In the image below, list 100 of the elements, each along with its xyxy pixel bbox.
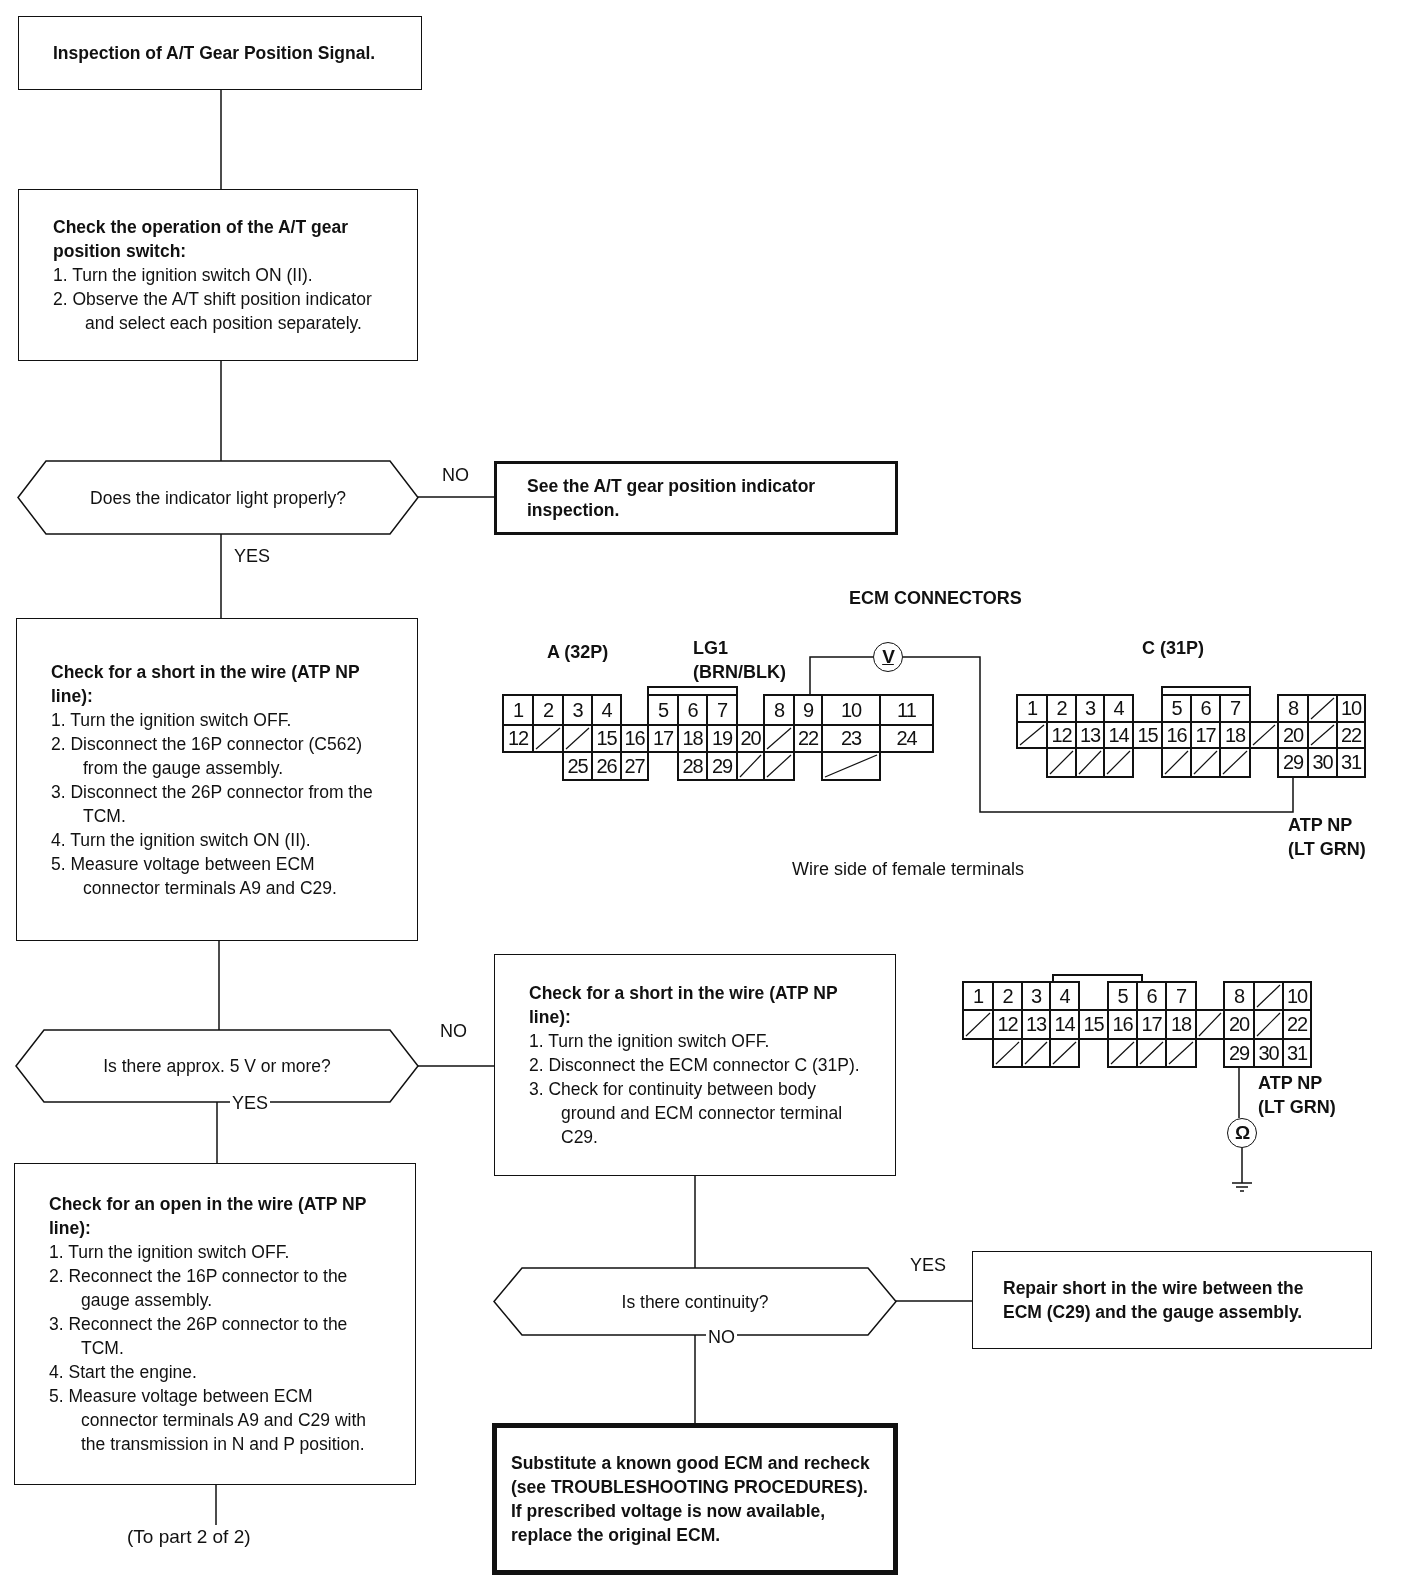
terminal-number: 4 bbox=[1058, 983, 1071, 1009]
step-heading: Check for an open in the wire (ATP NP line): bbox=[49, 1193, 367, 1240]
wire-color-label: ATP NP (LT GRN) bbox=[1258, 1072, 1337, 1119]
view-note: Wire side of female terminals bbox=[792, 858, 1025, 881]
step-heading: Check for a short in the wire (ATP NP line): bbox=[529, 982, 839, 1029]
terminal-number: 20 bbox=[1227, 1012, 1251, 1037]
terminal-number: 5 bbox=[1116, 983, 1129, 1009]
terminal-number: 8 bbox=[1232, 983, 1246, 1009]
terminal-number: 13 bbox=[1078, 723, 1102, 747]
connector-line bbox=[220, 360, 222, 462]
terminal-number: 16 bbox=[1111, 1012, 1134, 1037]
terminal-number: 22 bbox=[1339, 723, 1363, 747]
connector-line bbox=[220, 533, 222, 619]
connector-title: ECM CONNECTORS bbox=[849, 587, 1022, 610]
continuation-note: (To part 2 of 2) bbox=[127, 1525, 292, 1553]
step-heading: Substitute a known good ECM and recheck (see TROUBLESHOOTING PROCEDURES). If prescribed voltage is now available, replace the original ECM. bbox=[511, 1452, 871, 1547]
connector-line bbox=[902, 656, 1294, 813]
terminal-number: 2 bbox=[1001, 983, 1014, 1009]
terminal-number: 8 bbox=[772, 697, 786, 723]
terminal-number: 10 bbox=[1339, 696, 1363, 721]
connector-line bbox=[809, 656, 874, 697]
process-box bbox=[492, 1423, 898, 1575]
terminal-number: 10 bbox=[1285, 983, 1309, 1009]
terminal-number: 10 bbox=[839, 697, 863, 723]
terminal-number: 23 bbox=[839, 726, 863, 751]
terminal-number: 22 bbox=[1285, 1012, 1309, 1037]
terminal-number: 30 bbox=[1311, 750, 1334, 775]
connector-line bbox=[694, 1175, 696, 1269]
step-heading: Check the operation of the A/T gear position switch: bbox=[53, 216, 349, 263]
terminal-number: 15 bbox=[1136, 723, 1159, 747]
terminal-number: 5 bbox=[656, 697, 670, 723]
question-text: Does the indicator light properly? bbox=[89, 486, 347, 510]
terminal-number: 1 bbox=[511, 697, 525, 723]
connector-line bbox=[895, 1300, 973, 1302]
terminal-number: 6 bbox=[1145, 983, 1158, 1009]
process-box bbox=[494, 461, 898, 535]
terminal-number: 29 bbox=[1225, 1040, 1253, 1066]
terminal-number: 31 bbox=[1339, 750, 1363, 775]
connector-line bbox=[694, 1334, 696, 1424]
step-text: 2. Disconnect the 16P connector (C562) from the gauge assembly. bbox=[51, 732, 363, 780]
step-heading: Inspection of A/T Gear Position Signal. bbox=[53, 42, 377, 65]
terminal-number: 3 bbox=[1083, 696, 1097, 721]
connector-label: C (31P) bbox=[1142, 637, 1204, 660]
step-heading: Repair short in the wire between the ECM (C29) and the gauge assembly. bbox=[1003, 1277, 1305, 1324]
process-box bbox=[972, 1251, 1372, 1349]
terminal-number: 25 bbox=[566, 753, 589, 779]
step-text: 2. Observe the A/T shift position indicator and select each position separately. bbox=[53, 288, 373, 335]
terminal-number: 12 bbox=[1050, 723, 1073, 747]
step-text: 4. Start the engine. bbox=[49, 1361, 198, 1384]
process-box bbox=[18, 16, 422, 90]
terminal-number: 4 bbox=[1112, 696, 1125, 721]
step-text: 2. Disconnect the ECM connector C (31P). bbox=[529, 1054, 861, 1077]
terminal-number: 20 bbox=[739, 726, 762, 751]
ground-symbol bbox=[1230, 1178, 1254, 1192]
step-text: 5. Measure voltage between ECM connector terminals A9 and C29. bbox=[51, 852, 338, 900]
terminal-number: 31 bbox=[1285, 1040, 1309, 1066]
terminal-number: 17 bbox=[1194, 723, 1217, 747]
terminal-number: 11 bbox=[896, 697, 917, 723]
terminal-number: 9 bbox=[795, 696, 821, 724]
terminal-number: 22 bbox=[796, 726, 820, 751]
connector-line bbox=[417, 1065, 495, 1067]
step-text: 3. Disconnect the 26P connector from the TCM. bbox=[51, 780, 374, 828]
connector-line bbox=[216, 1101, 218, 1164]
step-text: 1. Turn the ignition switch ON (II). bbox=[53, 264, 314, 287]
meter-symbol: V bbox=[873, 642, 903, 672]
terminal-number: 3 bbox=[1029, 983, 1043, 1009]
terminal-number: 29 bbox=[710, 753, 734, 779]
process-box bbox=[16, 618, 418, 941]
terminal-number: 7 bbox=[1174, 983, 1188, 1009]
terminal-number: 15 bbox=[1082, 1012, 1105, 1037]
terminal-number: 18 bbox=[1223, 723, 1247, 747]
terminal-number: 27 bbox=[623, 753, 646, 779]
terminal-number: 7 bbox=[715, 697, 729, 723]
connector-line bbox=[218, 940, 220, 1031]
step-text: 3. Check for continuity between body ground and ECM connector terminal C29. bbox=[529, 1078, 844, 1149]
connector-line bbox=[215, 1484, 217, 1526]
terminal-number: 16 bbox=[1165, 723, 1188, 747]
terminal-number: 18 bbox=[681, 726, 704, 751]
terminal-number: 17 bbox=[1140, 1012, 1163, 1037]
connector-label: A (32P) bbox=[547, 641, 609, 664]
wire-color-label: LG1 (BRN/BLK) bbox=[693, 637, 787, 684]
terminal-number: 14 bbox=[1107, 723, 1130, 747]
meter-symbol: Ω bbox=[1227, 1118, 1257, 1148]
process-box bbox=[18, 189, 418, 361]
terminal-number: 8 bbox=[1286, 696, 1300, 721]
step-heading: Check for a short in the wire (ATP NP line): bbox=[51, 660, 361, 708]
terminal-number: 29 bbox=[1279, 749, 1307, 776]
connector-line bbox=[1241, 1147, 1243, 1179]
terminal-number: 2 bbox=[1055, 696, 1068, 721]
terminal-number: 16 bbox=[623, 726, 646, 751]
question-text: Is there approx. 5 V or more? bbox=[102, 1055, 332, 1078]
terminal-number: 20 bbox=[1281, 723, 1305, 747]
terminal-number: 1 bbox=[971, 983, 985, 1009]
terminal-number: 12 bbox=[506, 726, 530, 751]
terminal-number: 19 bbox=[710, 726, 734, 751]
process-box bbox=[494, 954, 896, 1176]
terminal-number: 1 bbox=[1025, 696, 1039, 721]
terminal-number: 14 bbox=[1053, 1012, 1076, 1037]
terminal-number: 17 bbox=[651, 726, 675, 751]
step-heading: See the A/T gear position indicator inspection. bbox=[527, 475, 817, 522]
